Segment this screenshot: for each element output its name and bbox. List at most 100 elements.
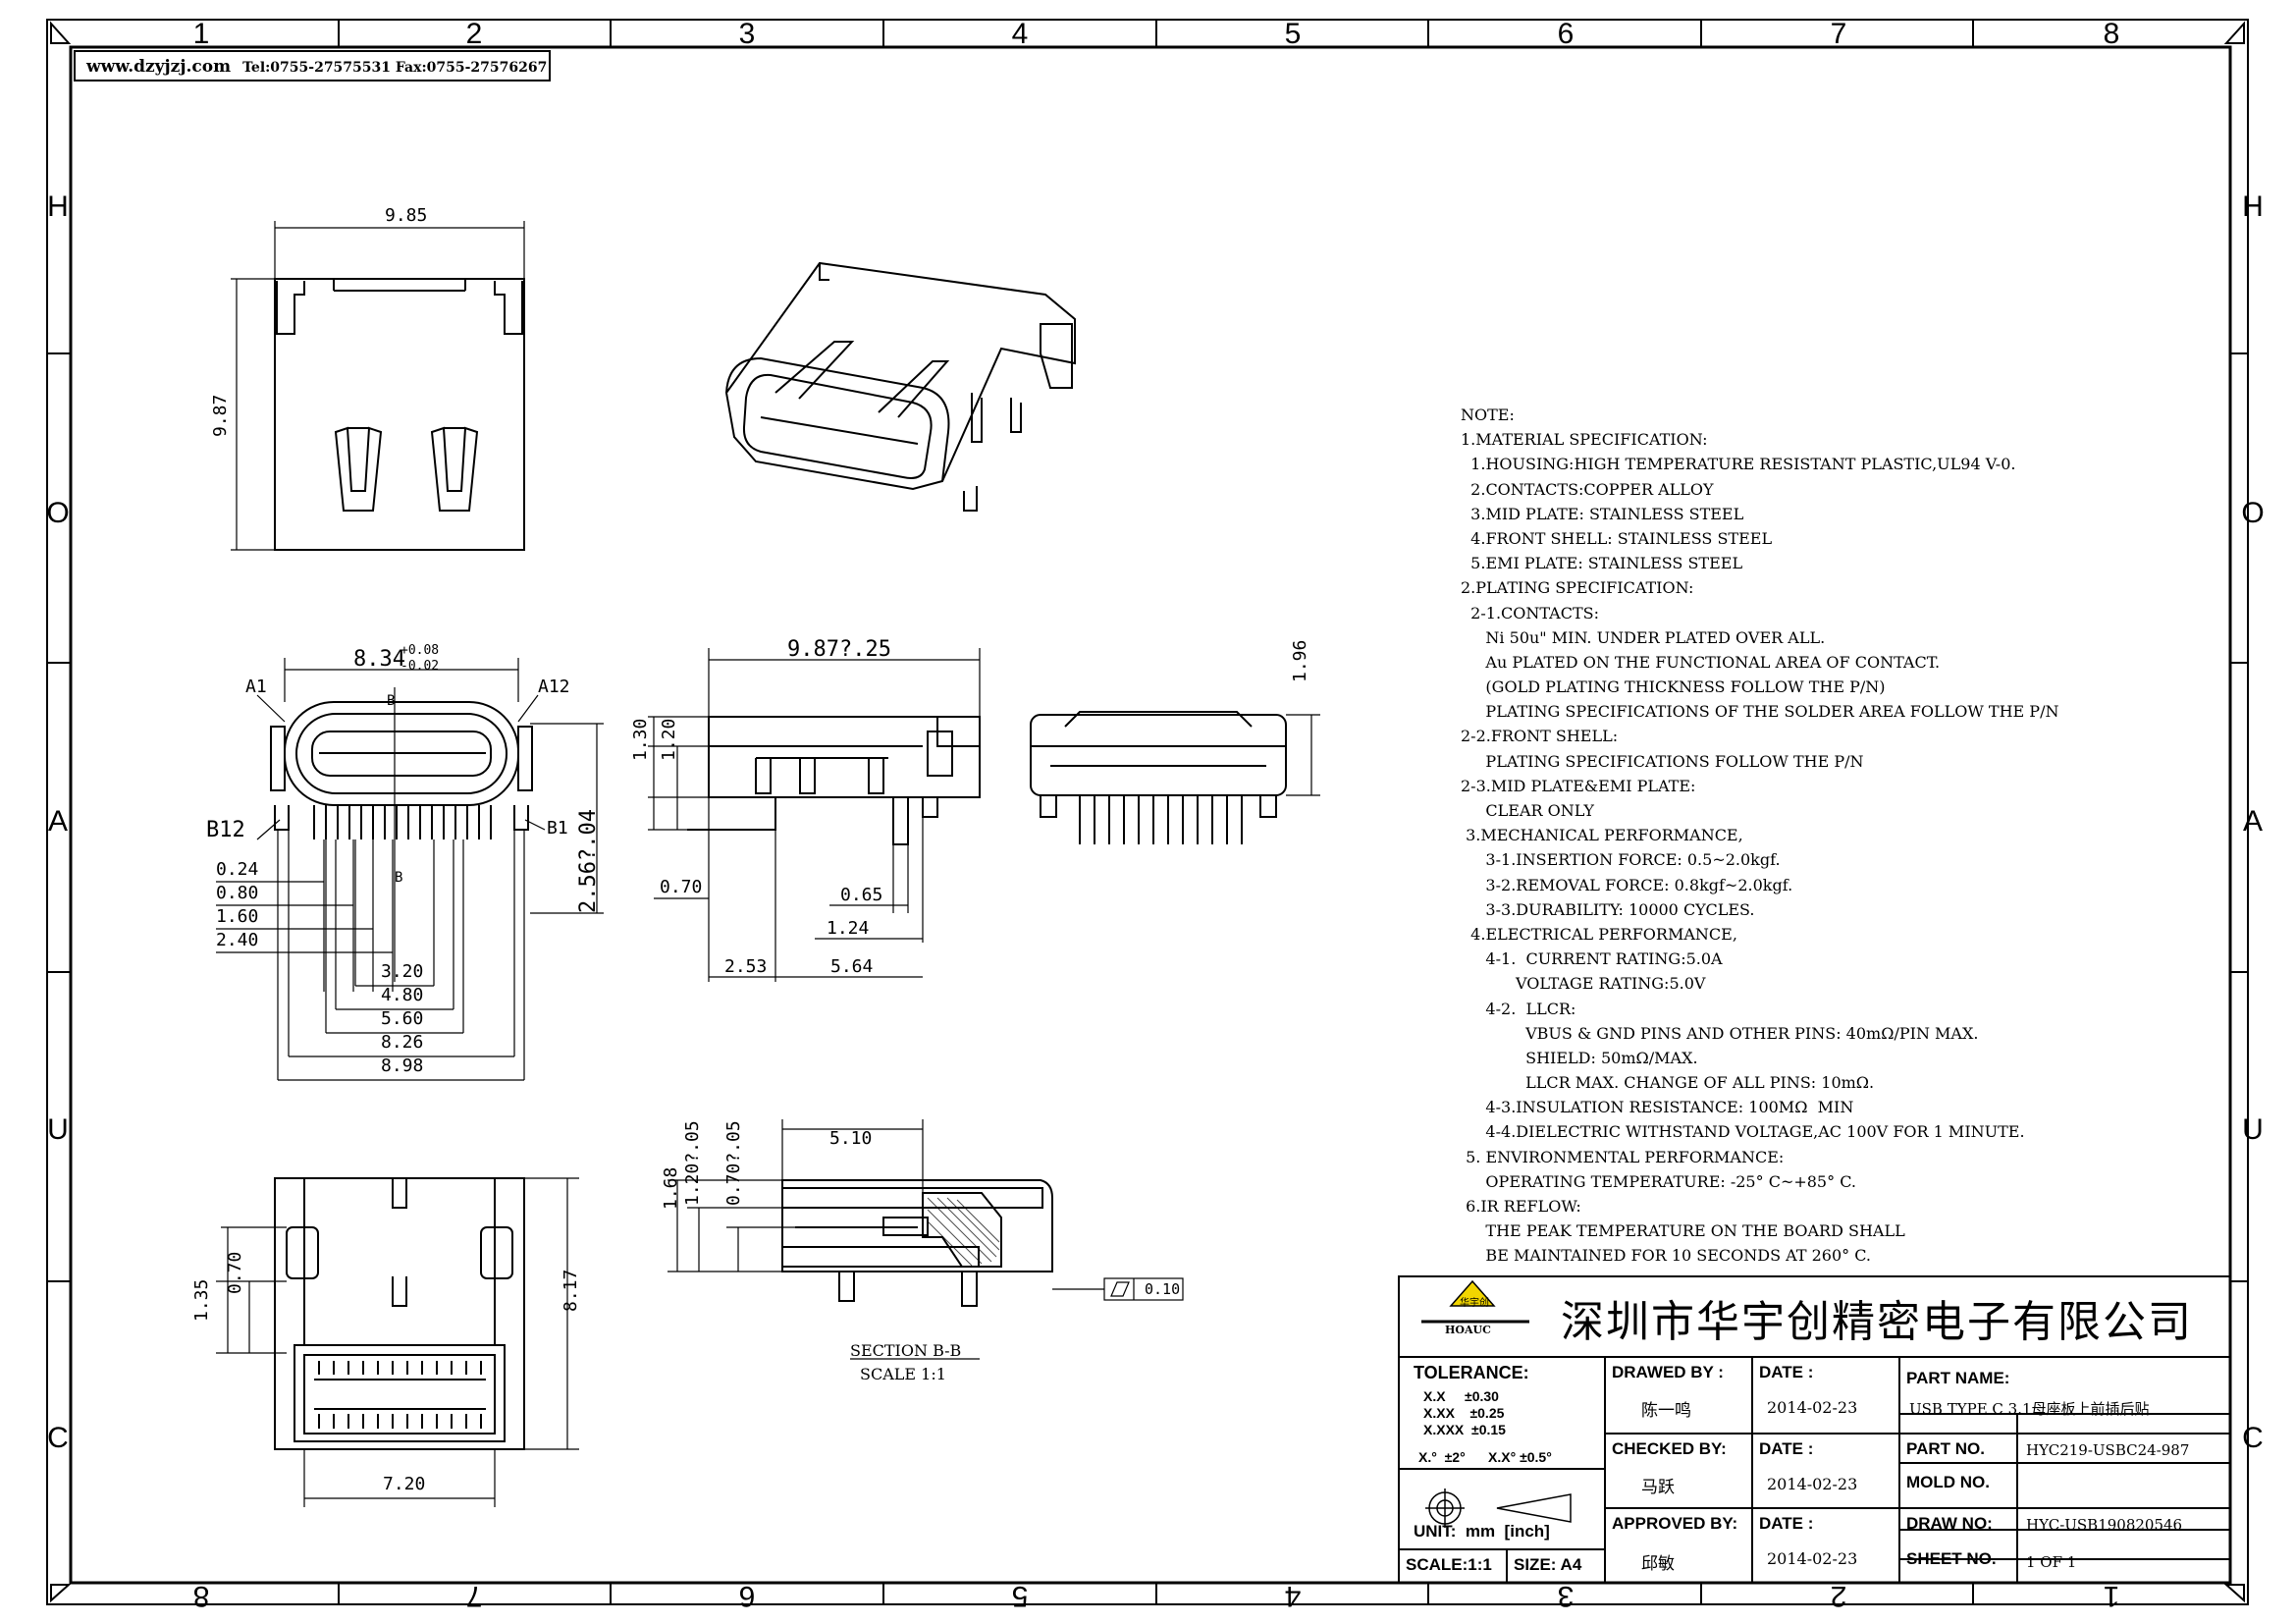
note-line: 2.PLATING SPECIFICATION:: [1461, 578, 1694, 598]
zone-label-right-u: U: [2242, 1113, 2264, 1146]
part-no-value: HYC219-USBC24-987: [2026, 1441, 2190, 1459]
note-line: 2-1.CONTACTS:: [1461, 603, 1599, 623]
zone-label-top-2: 2: [465, 18, 483, 50]
website-header: www.dzyjzj.com Tel:0755-27575531 Fax:0755…: [86, 57, 547, 77]
dim-top-width: 9.85: [385, 205, 428, 226]
zone-label-bottom-3: 3: [1557, 1580, 1575, 1612]
note-line: 3-2.REMOVAL FORCE: 0.8kgf~2.0kgf.: [1461, 875, 1793, 894]
flatness-tolerance: 0.10: [1145, 1280, 1181, 1298]
dim-rear-height: 1.96: [1290, 639, 1310, 682]
dim-front-width: 8.34: [353, 647, 405, 672]
date-value-2: 2014-02-23: [1767, 1475, 1858, 1493]
dim-span-b: 4.80: [381, 985, 424, 1005]
dim-span-d: 8.26: [381, 1032, 424, 1053]
unit-label: UNIT: mm [inch]: [1414, 1522, 1550, 1541]
zone-label-bottom-5: 5: [1011, 1580, 1029, 1612]
dim-section-width: 5.10: [829, 1128, 873, 1149]
note-line: CLEAR ONLY: [1461, 801, 1594, 820]
zone-label-bottom-1: 1: [2103, 1580, 2120, 1612]
note-line: 4.FRONT SHELL: STAINLESS STEEL: [1461, 528, 1773, 548]
dim-pitch-d: 2.40: [216, 930, 259, 950]
dim-side-h1: 1.30: [630, 718, 651, 761]
note-line: NOTE:: [1461, 406, 1515, 424]
draw-no-label: DRAW NO:: [1906, 1514, 1993, 1533]
logo: [1421, 1279, 1572, 1528]
section-mark-top: B: [387, 693, 396, 709]
dim-section-h1: 1.68: [661, 1166, 681, 1210]
draw-no-value: HYC-USB190820546: [2026, 1516, 2183, 1534]
zone-label-top-6: 6: [1557, 18, 1575, 50]
section-scale: SCALE 1:1: [860, 1365, 946, 1383]
note-line: 5.EMI PLATE: STAINLESS STEEL: [1461, 554, 1743, 573]
dim-side-d4: 2.53: [724, 956, 768, 977]
note-line: 2-3.MID PLATE&EMI PLATE:: [1461, 776, 1696, 795]
zone-label-bottom-4: 4: [1284, 1580, 1302, 1612]
dim-span-c: 5.60: [381, 1008, 424, 1029]
note-line: 3.MID PLATE: STAINLESS STEEL: [1461, 504, 1744, 523]
part-name-label: PART NAME:: [1906, 1369, 2010, 1387]
zone-label-right-o: O: [2241, 497, 2265, 529]
note-line: LLCR MAX. CHANGE OF ALL PINS: 10mΩ.: [1461, 1073, 1875, 1093]
part-no-label: PART NO.: [1906, 1439, 1985, 1458]
dim-bottom-h2: 0.70: [225, 1251, 245, 1294]
zone-label-left-o: O: [46, 497, 70, 529]
note-line: 1.MATERIAL SPECIFICATION:: [1461, 430, 1708, 450]
dim-span-a: 3.20: [381, 961, 424, 982]
zone-label-top-7: 7: [1830, 18, 1847, 50]
dim-top-height: 9.87: [210, 394, 231, 437]
zone-label-top-4: 4: [1011, 18, 1029, 50]
checked-by-label: CHECKED BY:: [1612, 1439, 1727, 1458]
dim-pitch-a: 0.24: [216, 859, 259, 880]
tolerance-xxx: X.XX ±0.25: [1423, 1405, 1505, 1421]
mold-no-label: MOLD NO.: [1906, 1473, 1990, 1491]
note-line: 5. ENVIRONMENTAL PERFORMANCE:: [1461, 1147, 1785, 1166]
note-line: 3-3.DURABILITY: 10000 CYCLES.: [1461, 899, 1755, 919]
note-line: 4-1. CURRENT RATING:5.0A: [1461, 949, 1723, 969]
note-line: Au PLATED ON THE FUNCTIONAL AREA OF CONT…: [1461, 652, 1941, 672]
date-value-1: 2014-02-23: [1767, 1398, 1858, 1417]
note-line: 1.HOUSING:HIGH TEMPERATURE RESISTANT PLA…: [1461, 455, 2016, 474]
notes-block: NOTE: 1.MATERIAL SPECIFICATION: 1.HOUSIN…: [1461, 403, 2148, 1269]
dim-side-d3: 1.24: [827, 918, 870, 939]
company-name: 深圳市华宇创精密电子有限公司: [1561, 1297, 2193, 1347]
note-line: OPERATING TEMPERATURE: -25° C~+85° C.: [1461, 1171, 1856, 1191]
note-line: 4-4.DIELECTRIC WITHSTAND VOLTAGE,AC 100V…: [1461, 1122, 2025, 1142]
zone-label-top-1: 1: [192, 18, 210, 50]
note-line: BE MAINTAINED FOR 10 SECONDS AT 260° C.: [1461, 1246, 1871, 1266]
section-mark-bottom: B: [395, 870, 403, 886]
pin-label-a12: A12: [538, 677, 570, 697]
dim-pitch-c: 1.60: [216, 906, 259, 927]
drawn-by-value: 陈一鸣: [1641, 1401, 1691, 1421]
tolerance-xx: X.X ±0.30: [1423, 1388, 1499, 1404]
note-line: 3.MECHANICAL PERFORMANCE,: [1461, 826, 1743, 845]
contact-info: Tel:0755-27575531 Fax:0755-27576267: [242, 60, 548, 76]
note-line: SHIELD: 50mΩ/MAX.: [1461, 1048, 1698, 1067]
dim-bottom-h1: 1.35: [191, 1278, 212, 1322]
note-line: 4-2. LLCR:: [1461, 999, 1576, 1018]
zone-label-right-a: A: [2242, 805, 2263, 838]
note-line: 4.ELECTRICAL PERFORMANCE,: [1461, 924, 1737, 944]
note-line: THE PEAK TEMPERATURE ON THE BOARD SHALL: [1461, 1221, 1905, 1241]
zone-label-bottom-6: 6: [738, 1580, 756, 1612]
note-line: VBUS & GND PINS AND OTHER PINS: 40mΩ/PIN…: [1461, 1023, 1979, 1043]
zone-label-bottom-2: 2: [1830, 1580, 1847, 1612]
size-label: SIZE: A4: [1514, 1555, 1582, 1574]
zone-label-left-u: U: [47, 1113, 69, 1146]
zone-label-right-c: C: [2242, 1422, 2264, 1454]
note-line: VOLTAGE RATING:5.0V: [1461, 974, 1706, 994]
approved-by-value: 邱敏: [1641, 1554, 1675, 1574]
dim-bottom-width: 7.20: [383, 1474, 426, 1494]
dim-bottom-height: 8.17: [561, 1269, 581, 1312]
dim-front-height: 2.56?.04: [576, 809, 601, 913]
sheet-no-value: 1 OF 1: [2026, 1553, 2077, 1571]
logo-text: HOAUC: [1445, 1324, 1491, 1336]
part-name-value: USB TYPE C 3.1母座板上前插后贴: [1909, 1400, 2150, 1418]
date-label-3: DATE :: [1759, 1514, 1814, 1533]
note-line: 4-3.INSULATION RESISTANCE: 100MΩ MIN: [1461, 1098, 1854, 1117]
note-line: PLATING SPECIFICATIONS FOLLOW THE P/N: [1461, 751, 1864, 771]
website-url: www.dzyjzj.com: [86, 57, 232, 77]
approved-by-label: APPROVED BY:: [1612, 1514, 1738, 1533]
zone-label-bottom-7: 7: [465, 1580, 483, 1612]
date-value-3: 2014-02-23: [1767, 1549, 1858, 1568]
